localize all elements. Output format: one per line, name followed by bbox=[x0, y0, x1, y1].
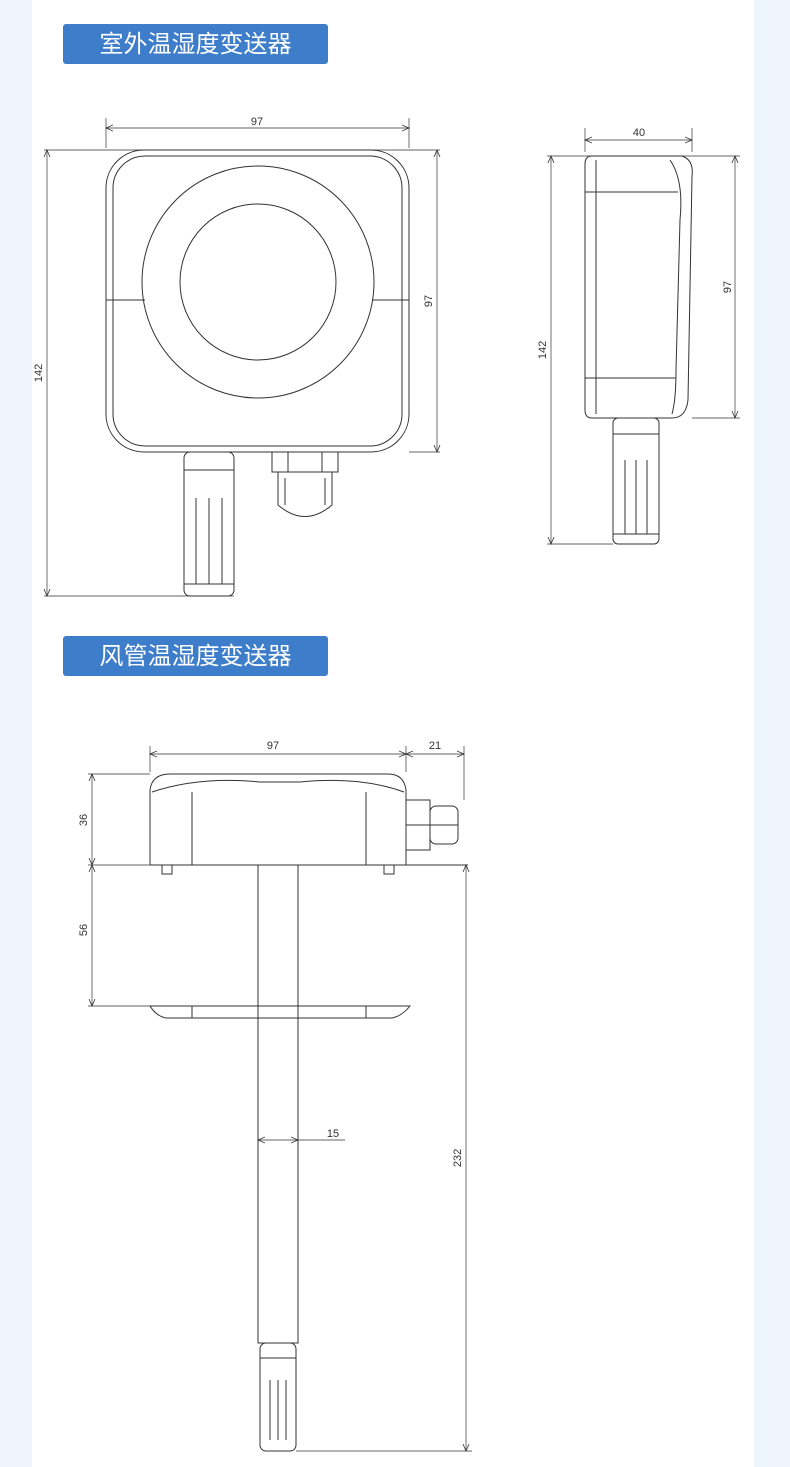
outdoor-side-view bbox=[547, 128, 740, 544]
side-probe bbox=[612, 417, 660, 545]
front-width-label: 97 bbox=[251, 116, 263, 128]
duct-housing-height-label: 36 bbox=[78, 814, 90, 826]
front-housing-inner bbox=[112, 155, 403, 447]
duct-view bbox=[88, 746, 472, 1451]
side-depth-label: 40 bbox=[633, 127, 645, 139]
duct-total-length-label: 232 bbox=[452, 1149, 464, 1167]
front-housing-outer bbox=[105, 149, 410, 453]
duct-flange bbox=[149, 1005, 412, 1019]
front-cable-gland bbox=[271, 451, 339, 473]
duct-probe-diameter-label: 15 bbox=[327, 1128, 339, 1140]
duct-filter-tip bbox=[259, 1342, 297, 1452]
sensor-ring-inner bbox=[179, 203, 337, 361]
drawing-sheet bbox=[32, 0, 754, 1467]
front-total-height-label: 142 bbox=[33, 364, 45, 382]
duct-probe-stem bbox=[257, 864, 299, 1344]
duct-housing bbox=[149, 773, 407, 865]
duct-flange-offset-label: 56 bbox=[78, 924, 90, 936]
duct-section-title: 风管温湿度变送器 bbox=[63, 636, 328, 676]
sensor-ring-outer bbox=[141, 165, 375, 399]
outdoor-front-view bbox=[44, 118, 440, 596]
side-height-label: 97 bbox=[722, 281, 734, 293]
side-total-height-label: 142 bbox=[537, 341, 549, 359]
duct-gland-label: 21 bbox=[429, 740, 441, 752]
front-height-label: 97 bbox=[423, 295, 435, 307]
side-housing bbox=[584, 155, 693, 419]
outdoor-section-title: 室外温湿度变送器 bbox=[63, 24, 328, 64]
duct-width-label: 97 bbox=[267, 740, 279, 752]
